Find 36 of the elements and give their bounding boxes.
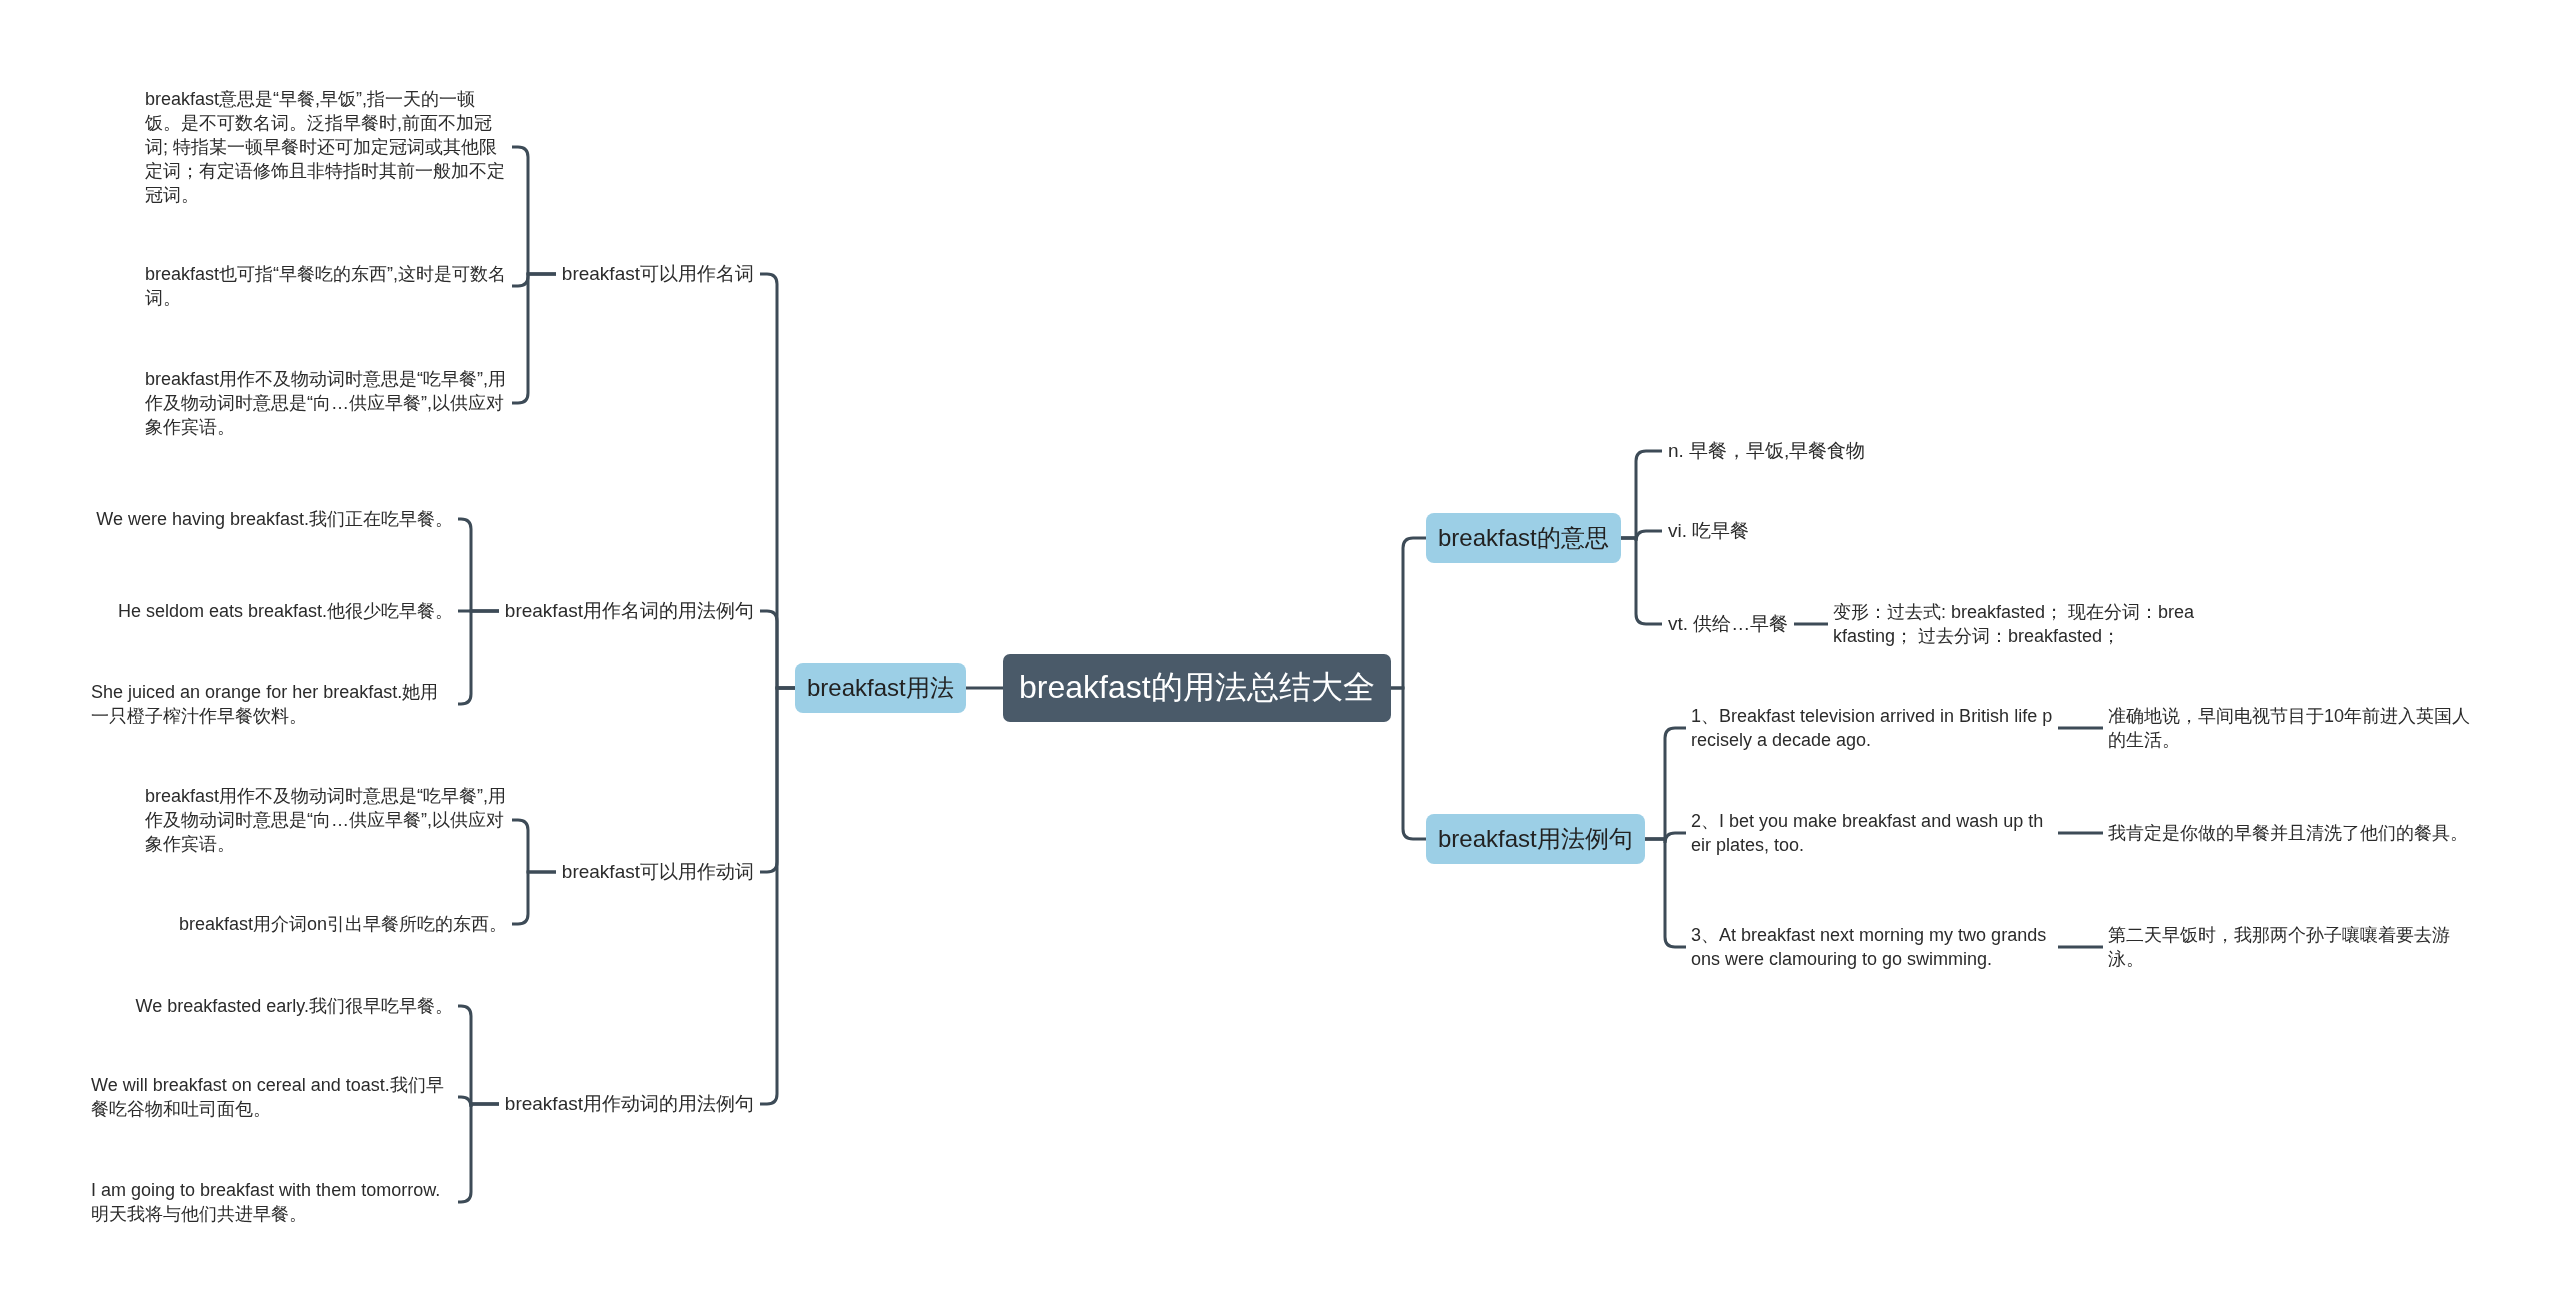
connector-line bbox=[2058, 726, 2103, 730]
connector-line bbox=[2058, 831, 2103, 835]
connector-line bbox=[512, 870, 556, 926]
leaf-text: breakfast用介词on引出早餐所吃的东西。 bbox=[173, 910, 512, 938]
subtopic-label: breakfast可以用作名词 bbox=[555, 259, 760, 289]
leaf-text: We were having breakfast.我们正在吃早餐。 bbox=[91, 505, 458, 533]
central-topic-box: breakfast的用法总结大全 bbox=[1003, 654, 1391, 722]
topic-box: breakfast用法 bbox=[795, 663, 966, 713]
leaf-text: 1、Breakfast television arrived in British life precisely a decade ago. bbox=[1686, 702, 2058, 754]
subtopic-label: breakfast用作名词的用法例句 bbox=[498, 596, 760, 626]
leaf-text: I am going to breakfast with them tomorrow.明天我将与他们共进早餐。 bbox=[86, 1176, 458, 1228]
leaf-text: 2、I bet you make breakfast and wash up their plates, too. bbox=[1686, 807, 2058, 859]
topic-box: breakfast用法例句 bbox=[1426, 814, 1645, 864]
leaf-text: breakfast也可指“早餐吃的东西”,这时是可数名词。 bbox=[140, 260, 512, 312]
connector-line bbox=[2058, 945, 2103, 949]
leaf-text: 3、At breakfast next morning my two grandsons were clamouring to go swimming. bbox=[1686, 921, 2058, 973]
leaf-text: 我肯定是你做的早餐并且清洗了他们的餐具。 bbox=[2103, 819, 2473, 847]
leaf-text: breakfast用作不及物动词时意思是“吃早餐”,用作及物动词时意思是“向…供应早餐”,以供应对象作宾语。 bbox=[140, 782, 512, 858]
subtopic-label: breakfast可以用作动词 bbox=[555, 857, 760, 887]
leaf-text: 第二天早饭时，我那两个孙子嚷嚷着要去游泳。 bbox=[2103, 921, 2483, 973]
subtopic-label: breakfast用作动词的用法例句 bbox=[498, 1089, 760, 1119]
leaf-text: n. 早餐，早饭,早餐食物 bbox=[1662, 436, 1872, 466]
leaf-text: He seldom eats breakfast.他很少吃早餐。 bbox=[112, 597, 458, 625]
connector-line bbox=[1391, 686, 1426, 841]
leaf-text: vt. 供给…早餐 bbox=[1662, 609, 1795, 639]
connector-line bbox=[1794, 622, 1828, 626]
leaf-text: She juiced an orange for her breakfast.她用一只橙子榨汁作早餐饮料。 bbox=[86, 678, 458, 730]
leaf-text: We will breakfast on cereal and toast.我们早餐吃谷物和吐司面包。 bbox=[86, 1071, 458, 1123]
leaf-text: 变形：过去式: breakfasted； 现在分词：breakfasting； 过去分词：breakfasted； bbox=[1828, 598, 2200, 650]
leaf-text: vi. 吃早餐 bbox=[1662, 516, 1756, 546]
connector-line bbox=[966, 686, 1003, 690]
leaf-text: breakfast用作不及物动词时意思是“吃早餐”,用作及物动词时意思是“向…供应早餐”,以供应对象作宾语。 bbox=[140, 365, 512, 441]
leaf-text: breakfast意思是“早餐,早饭”,指一天的一顿饭。是不可数名词。泛指早餐时,前面不加冠词; 特指某一顿早餐时还可加定冠词或其他限定词；有定语修饰且非特指时其前一般加不定冠词。 bbox=[140, 85, 512, 209]
topic-box: breakfast的意思 bbox=[1426, 513, 1621, 563]
leaf-text: 准确地说，早间电视节目于10年前进入英国人的生活。 bbox=[2103, 702, 2483, 754]
leaf-text: We breakfasted early.我们很早吃早餐。 bbox=[130, 992, 458, 1020]
